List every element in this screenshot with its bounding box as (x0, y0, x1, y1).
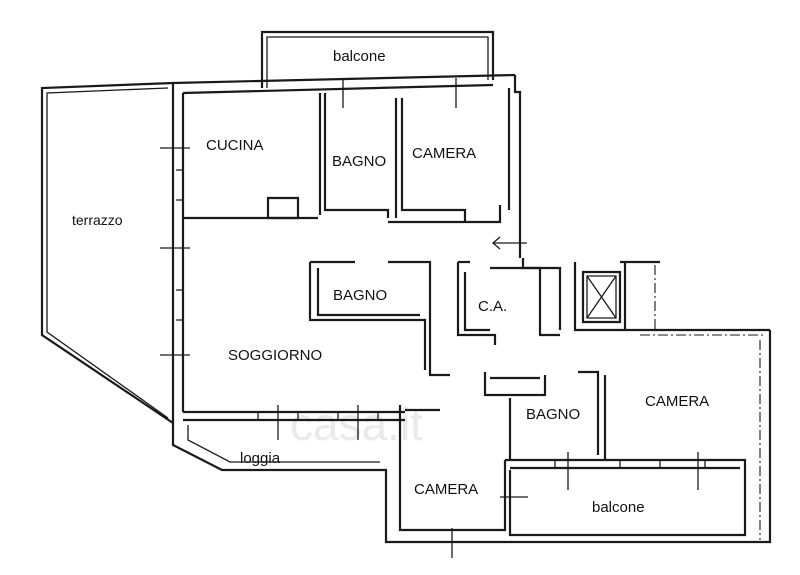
windows (176, 169, 706, 468)
room-label-soggiorno: SOGGIORNO (228, 347, 322, 364)
entrance-arrow-icon (492, 236, 527, 250)
room-label-balcone-top: balcone (333, 48, 386, 65)
room-label-camera-right: CAMERA (645, 393, 709, 410)
room-label-bagno-right: BAGNO (526, 406, 580, 423)
terrace (40, 81, 174, 424)
room-label-balcone-bottom: balcone (592, 499, 645, 516)
room-label-bagno-top: BAGNO (332, 153, 386, 170)
room-label-bagno-center: BAGNO (333, 287, 387, 304)
balcony-top (260, 30, 495, 88)
outer-walls (171, 73, 772, 544)
interior-walls (183, 93, 747, 537)
room-label-camera-bottom: CAMERA (414, 481, 478, 498)
watermark-text: casa.it (290, 398, 423, 450)
room-label-loggia: loggia (240, 450, 281, 467)
room-label-camera-top: CAMERA (412, 145, 476, 162)
room-label-ca: C.A. (478, 298, 507, 315)
section-marks (160, 78, 699, 558)
room-label-cucina: CUCINA (206, 137, 264, 154)
room-label-terrazzo: terrazzo (72, 212, 123, 228)
